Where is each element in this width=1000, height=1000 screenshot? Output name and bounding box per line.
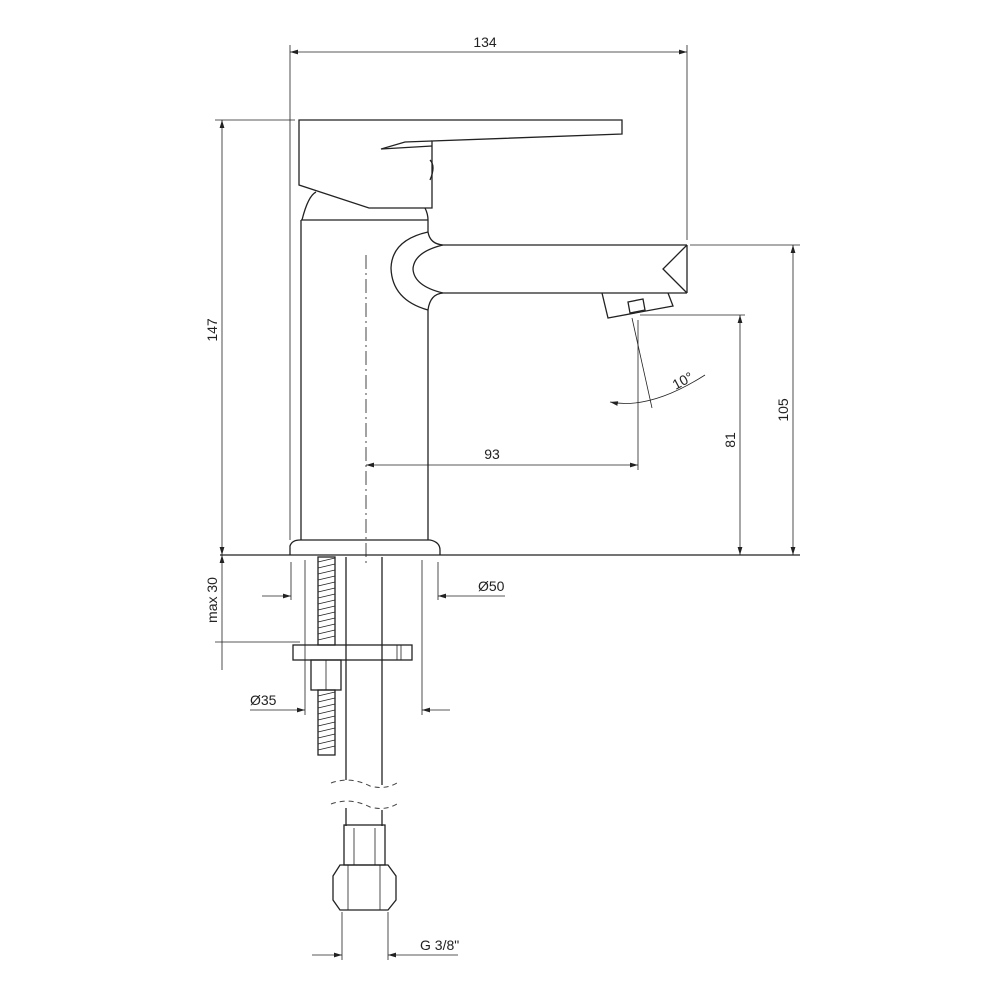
label-105: 105 (775, 398, 791, 422)
dim-93 (366, 320, 639, 470)
faucet-handle (298, 119, 623, 209)
dim-105 (690, 244, 800, 555)
label-134: 134 (473, 34, 497, 50)
supply-hose (330, 557, 398, 911)
label-thread: G 3/8" (420, 937, 459, 953)
dim-35 (250, 560, 450, 715)
faucet-spout (412, 244, 688, 319)
faucet-body (289, 191, 444, 555)
dim-max30 (215, 555, 300, 670)
label-10-degree: 10° (670, 369, 696, 393)
label-35: Ø35 (250, 692, 277, 708)
aerator (601, 292, 674, 319)
label-81: 81 (722, 432, 738, 448)
hex-nut (332, 864, 397, 911)
dim-thread (312, 912, 458, 960)
dim-134 (289, 45, 688, 540)
label-50: Ø50 (478, 578, 505, 594)
dim-81 (640, 314, 745, 555)
dim-147 (215, 119, 295, 555)
label-93: 93 (484, 446, 500, 462)
label-147: 147 (204, 318, 220, 342)
dim-50 (262, 562, 505, 600)
dim-angle (609, 317, 706, 409)
label-max30: max 30 (204, 577, 220, 623)
mounting-rod (292, 556, 413, 756)
